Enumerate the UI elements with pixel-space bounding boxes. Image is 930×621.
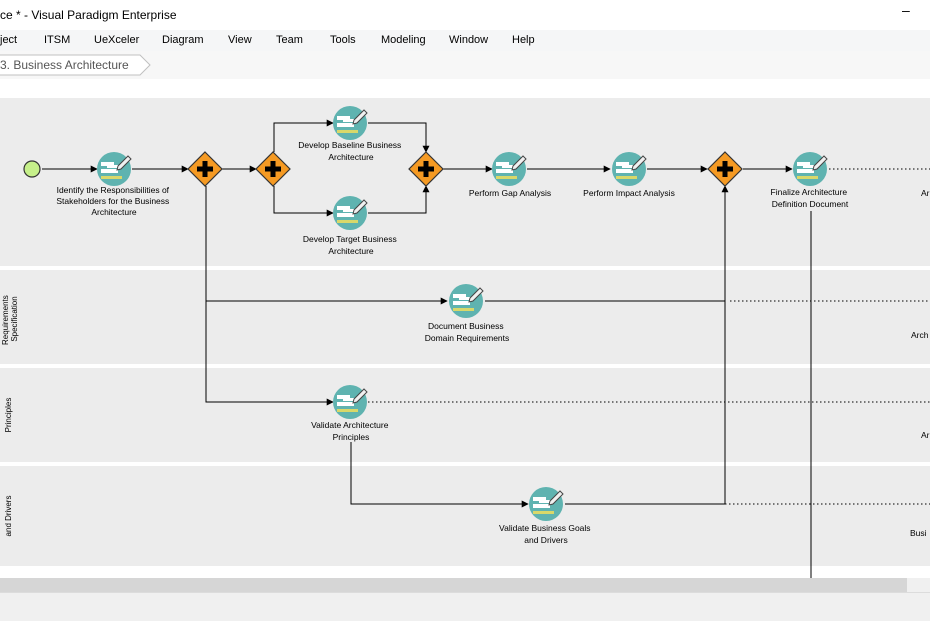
bpmn-diagram[interactable]: Requirements Specification Principles an… <box>0 79 930 578</box>
lane-label-drivers: and Drivers <box>4 496 13 537</box>
task-label-docreq: Document Business Domain Requirements <box>425 321 510 343</box>
menu-help[interactable]: Help <box>512 34 535 46</box>
task-label-valgoals: Validate Business Goals and Drivers <box>499 523 593 545</box>
horizontal-scrollbar[interactable] <box>0 578 930 592</box>
menu-project[interactable]: ject <box>0 34 18 46</box>
menu-uexceler[interactable]: UeXceler <box>94 34 140 46</box>
user-task-pencil-icon[interactable] <box>611 151 647 187</box>
breadcrumb: 3. Business Architecture <box>0 51 930 80</box>
menu-bar: ject ITSM UeXceler Diagram View Team Too… <box>0 30 930 51</box>
task-label-baseline: Develop Baseline Business Architecture <box>298 140 403 162</box>
lane-label-principles: Principles <box>4 398 13 433</box>
breadcrumb-label[interactable]: 3. Business Architecture <box>0 58 129 72</box>
artifact-label: Busi <box>910 528 927 538</box>
flow-gw1-valprin[interactable] <box>205 301 334 406</box>
flow-baseline-gw3[interactable] <box>368 122 430 153</box>
user-task-pencil-icon[interactable] <box>528 486 564 522</box>
menu-team[interactable]: Team <box>276 34 303 46</box>
menu-tools[interactable]: Tools <box>330 34 356 46</box>
status-bar <box>0 592 930 621</box>
start-event-icon[interactable] <box>23 160 41 178</box>
menu-diagram[interactable]: Diagram <box>162 34 204 46</box>
user-task-pencil-icon[interactable] <box>332 195 368 231</box>
task-label-identify: Identify the Responsibilities of Stakeho… <box>56 185 171 217</box>
task-label-impact: Perform Impact Analysis <box>583 188 675 198</box>
minimize-button[interactable]: – <box>902 2 910 18</box>
artifact-label: Ar <box>921 188 930 198</box>
lane-drivers[interactable] <box>0 466 930 566</box>
user-task-pencil-icon[interactable] <box>448 283 484 319</box>
lane-principles[interactable] <box>0 368 930 462</box>
menu-view[interactable]: View <box>228 34 252 46</box>
artifact-label: Arch <box>911 330 929 340</box>
title-bar: ce * - Visual Paradigm Enterprise – <box>0 0 930 30</box>
task-label-target: Develop Target Business Architecture <box>303 234 399 256</box>
menu-itsm[interactable]: ITSM <box>44 34 71 46</box>
user-task-pencil-icon[interactable] <box>491 151 527 187</box>
scrollbar-track-end[interactable] <box>907 578 930 592</box>
user-task-pencil-icon[interactable] <box>96 151 132 187</box>
lane-0[interactable] <box>0 98 930 266</box>
task-label-gap: Perform Gap Analysis <box>469 188 551 198</box>
flow-gw2-baseline[interactable] <box>273 119 334 152</box>
menu-window[interactable]: Window <box>449 34 489 46</box>
breadcrumb-item[interactable] <box>0 54 151 76</box>
flow-target-gw3[interactable] <box>368 185 430 214</box>
task-label-valprin: Validate Architecture Principles <box>311 420 391 442</box>
user-task-pencil-icon[interactable] <box>332 384 368 420</box>
user-task-pencil-icon[interactable] <box>792 151 828 187</box>
flow-gw2-target[interactable] <box>273 186 334 217</box>
flow-valprin-valgoals[interactable] <box>350 442 529 508</box>
lane-label-requirements: Requirements Specification <box>1 293 19 345</box>
menu-modeling[interactable]: Modeling <box>381 34 426 46</box>
window-title: ce * - Visual Paradigm Enterprise <box>0 8 177 22</box>
user-task-pencil-icon[interactable] <box>332 105 368 141</box>
task-label-finalize: Finalize Architecture Definition Documen… <box>771 187 850 209</box>
artifact-label: Ar <box>921 430 930 440</box>
diagram-canvas[interactable]: Requirements Specification Principles an… <box>0 79 930 578</box>
